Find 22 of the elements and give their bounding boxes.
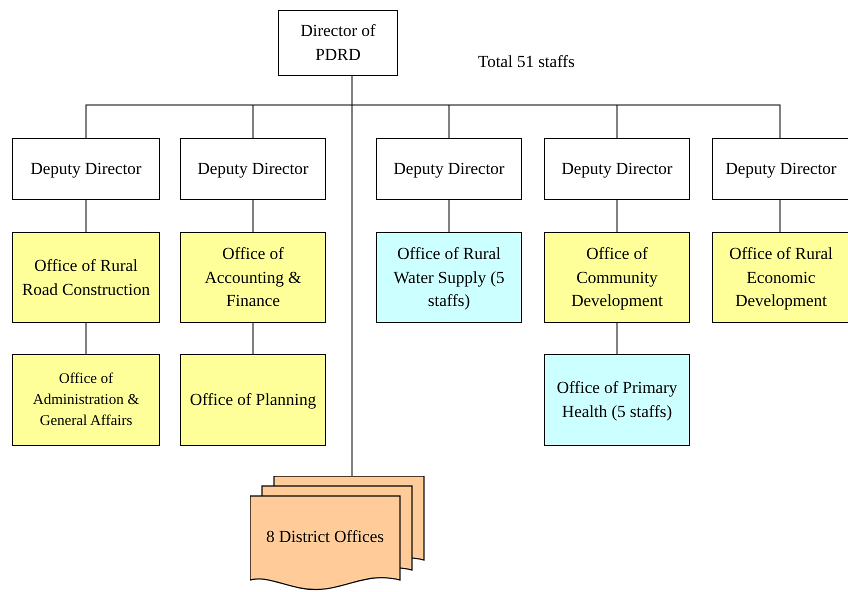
org-box: Office of Rural Economic Development bbox=[712, 232, 848, 323]
org-box: Deputy Director bbox=[712, 138, 848, 200]
org-box: Office of Planning bbox=[180, 354, 326, 446]
org-box: Office of Primary Health (5 staffs) bbox=[544, 354, 690, 446]
org-box: Office of Community Development bbox=[544, 232, 690, 323]
org-box: Office of Rural Water Supply (5 staffs) bbox=[376, 232, 522, 323]
note-text: Total 51 staffs bbox=[478, 52, 575, 72]
org-box: Office of Rural Road Construction bbox=[12, 232, 160, 323]
connector-line bbox=[448, 200, 450, 232]
connector-line bbox=[252, 322, 254, 354]
connector-line bbox=[252, 200, 254, 232]
org-box: Office of Accounting & Finance bbox=[180, 232, 326, 323]
connector-line bbox=[616, 200, 618, 232]
org-box: Deputy Director bbox=[180, 138, 326, 200]
org-box: Deputy Director bbox=[12, 138, 160, 200]
document-stack bbox=[250, 476, 426, 592]
org-box: Director of PDRD bbox=[278, 10, 398, 76]
org-box: Deputy Director bbox=[544, 138, 690, 200]
org-box: Deputy Director bbox=[376, 138, 522, 200]
org-box: Office of Administration & General Affairs bbox=[12, 354, 160, 446]
node-label: 8 District Offices bbox=[265, 526, 385, 548]
connector-line bbox=[616, 322, 618, 354]
